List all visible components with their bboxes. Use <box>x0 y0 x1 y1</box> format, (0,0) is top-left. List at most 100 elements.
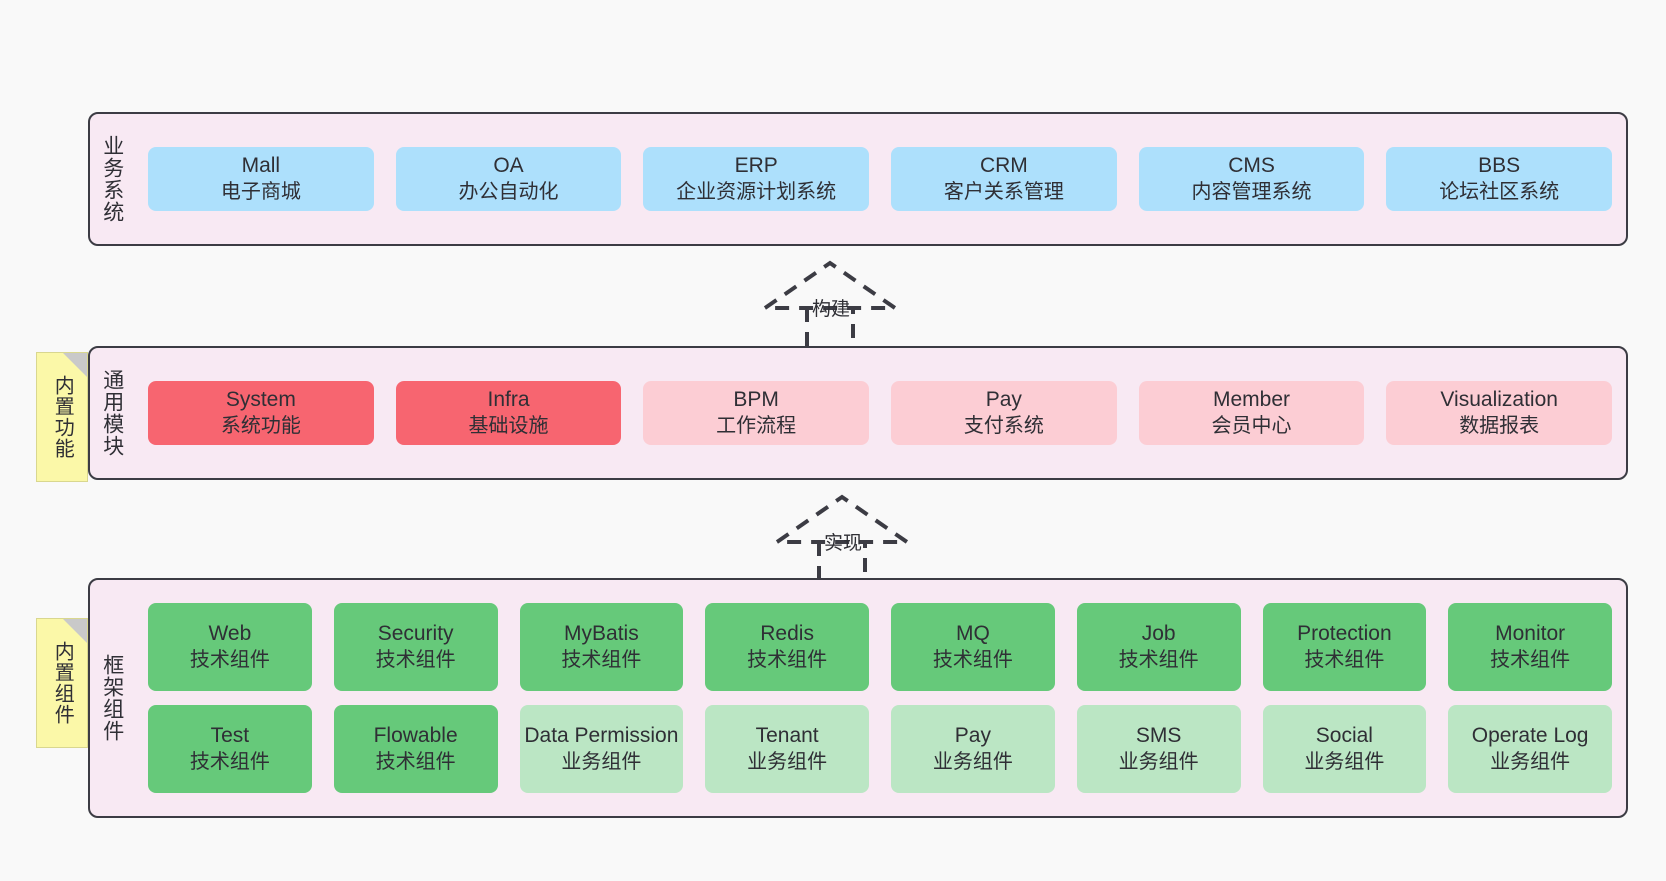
connector-implement-label: 实现 <box>824 533 863 554</box>
layer-title-business-systems: 业务系统 <box>100 135 124 223</box>
card-mybatis[interactable]: MyBatis 技术组件 <box>519 603 684 691</box>
card-title-cn: 企业资源计划系统 <box>676 180 837 203</box>
card-title-en: OA <box>493 153 524 177</box>
card-title-cn: 技术组件 <box>1118 648 1199 671</box>
card-title-en: SMS <box>1135 723 1182 747</box>
card-title-cn: 电子商城 <box>220 180 301 203</box>
card-title-cn: 技术组件 <box>375 648 456 671</box>
card-bpm[interactable]: BPM 工作流程 <box>643 380 870 446</box>
card-protection[interactable]: Protection 技术组件 <box>1262 603 1427 691</box>
connector-implement: 实现 <box>772 492 922 584</box>
card-title-cn: 数据报表 <box>1459 414 1540 437</box>
card-title-en: Tenant <box>755 723 819 747</box>
card-title-cn: 技术组件 <box>932 648 1013 671</box>
note-label: 内置组件 <box>51 641 74 725</box>
card-row: Web 技术组件 Security 技术组件 MyBatis 技术组件 Redi… <box>148 603 1612 691</box>
card-mq[interactable]: MQ 技术组件 <box>891 603 1055 691</box>
card-social[interactable]: Social 业务组件 <box>1262 705 1427 793</box>
card-title-en: ERP <box>734 153 778 177</box>
card-title-cn: 技术组件 <box>1304 648 1385 671</box>
card-title-cn: 办公自动化 <box>458 180 559 203</box>
card-title-en: Visualization <box>1440 387 1558 411</box>
layer-body-framework-components: Web 技术组件 Security 技术组件 MyBatis 技术组件 Redi… <box>134 580 1626 816</box>
card-row: Mall 电子商城 OA 办公自动化 ERP 企业资源计划系统 CRM 客户关系… <box>148 146 1613 212</box>
card-tenant[interactable]: Tenant 业务组件 <box>705 705 869 793</box>
note-builtin-features[interactable]: 内置功能 <box>36 352 88 482</box>
card-title-cn: 业务组件 <box>1304 750 1385 773</box>
card-title-en: Web <box>208 621 252 645</box>
card-title-en: Redis <box>760 621 814 645</box>
card-job[interactable]: Job 技术组件 <box>1076 603 1241 691</box>
card-title-cn: 技术组件 <box>189 750 270 773</box>
card-title-cn: 技术组件 <box>189 648 270 671</box>
card-sms[interactable]: SMS 业务组件 <box>1076 705 1241 793</box>
card-title-cn: 业务组件 <box>747 750 828 773</box>
card-pay-module[interactable]: Pay 支付系统 <box>891 380 1117 446</box>
card-title-en: Member <box>1213 387 1291 411</box>
card-title-en: Security <box>377 621 454 645</box>
card-title-en: Pay <box>985 387 1022 411</box>
card-title-en: MyBatis <box>564 621 639 645</box>
card-flowable[interactable]: Flowable 技术组件 <box>333 705 498 793</box>
card-title-en: Data Permission <box>524 723 679 747</box>
layer-common-modules[interactable]: 通用模块 System 系统功能 Infra 基础设施 BPM 工作流程 Pay… <box>88 346 1628 480</box>
card-title-cn: 客户关系管理 <box>943 180 1064 203</box>
card-system[interactable]: System 系统功能 <box>148 380 374 446</box>
card-title-en: MQ <box>955 621 990 645</box>
card-title-en: Flowable <box>373 723 458 747</box>
card-title-en: Pay <box>954 723 991 747</box>
card-oa[interactable]: OA 办公自动化 <box>395 146 622 212</box>
card-operate-log[interactable]: Operate Log 业务组件 <box>1448 705 1612 793</box>
card-title-cn: 技术组件 <box>747 648 828 671</box>
card-title-en: CMS <box>1228 153 1275 177</box>
card-erp[interactable]: ERP 企业资源计划系统 <box>643 146 870 212</box>
card-pay-component[interactable]: Pay 业务组件 <box>891 705 1055 793</box>
connector-build: 构建 <box>760 258 910 350</box>
card-crm[interactable]: CRM 客户关系管理 <box>891 146 1117 212</box>
card-cms[interactable]: CMS 内容管理系统 <box>1138 146 1365 212</box>
card-mall[interactable]: Mall 电子商城 <box>148 146 374 212</box>
connector-build-label: 构建 <box>812 299 851 320</box>
card-title-cn: 业务组件 <box>932 750 1013 773</box>
card-data-permission[interactable]: Data Permission 业务组件 <box>519 705 684 793</box>
card-title-cn: 技术组件 <box>375 750 456 773</box>
card-title-en: BPM <box>733 387 779 411</box>
layer-framework-components[interactable]: 框架组件 Web 技术组件 Security 技术组件 MyBatis 技术组件… <box>88 578 1628 818</box>
card-title-en: Test <box>210 723 250 747</box>
layer-business-systems[interactable]: 业务系统 Mall 电子商城 OA 办公自动化 ERP 企业资源计划系统 CRM… <box>88 112 1628 246</box>
card-title-cn: 会员中心 <box>1211 414 1292 437</box>
card-monitor[interactable]: Monitor 技术组件 <box>1448 603 1612 691</box>
card-title-cn: 业务组件 <box>561 750 642 773</box>
note-fold-corner-icon <box>63 619 87 643</box>
card-title-cn: 技术组件 <box>1490 648 1571 671</box>
note-builtin-components[interactable]: 内置组件 <box>36 618 88 748</box>
card-title-en: Monitor <box>1495 621 1566 645</box>
card-title-en: Mall <box>241 153 281 177</box>
card-title-en: Social <box>1315 723 1373 747</box>
card-web[interactable]: Web 技术组件 <box>148 603 312 691</box>
card-title-cn: 基础设施 <box>468 414 549 437</box>
card-security[interactable]: Security 技术组件 <box>333 603 498 691</box>
card-visualization[interactable]: Visualization 数据报表 <box>1386 380 1613 446</box>
card-row: Test 技术组件 Flowable 技术组件 Data Permission … <box>148 705 1612 793</box>
layer-title-framework-components: 框架组件 <box>100 654 124 742</box>
card-test[interactable]: Test 技术组件 <box>148 705 312 793</box>
note-fold-corner-icon <box>63 353 87 377</box>
card-title-en: Operate Log <box>1471 723 1589 747</box>
card-member[interactable]: Member 会员中心 <box>1138 380 1365 446</box>
card-row: System 系统功能 Infra 基础设施 BPM 工作流程 Pay 支付系统… <box>148 380 1613 446</box>
card-title-en: BBS <box>1478 153 1521 177</box>
card-infra[interactable]: Infra 基础设施 <box>395 380 622 446</box>
note-label: 内置功能 <box>51 375 74 459</box>
card-title-cn: 业务组件 <box>1118 750 1199 773</box>
card-title-en: CRM <box>979 153 1028 177</box>
card-redis[interactable]: Redis 技术组件 <box>705 603 869 691</box>
card-bbs[interactable]: BBS 论坛社区系统 <box>1386 146 1613 212</box>
card-title-en: System <box>225 387 296 411</box>
card-title-cn: 系统功能 <box>220 414 301 437</box>
card-title-cn: 业务组件 <box>1490 750 1571 773</box>
card-title-en: Protection <box>1297 621 1392 645</box>
layer-body-common-modules: System 系统功能 Infra 基础设施 BPM 工作流程 Pay 支付系统… <box>134 348 1626 478</box>
card-title-en: Job <box>1141 621 1176 645</box>
